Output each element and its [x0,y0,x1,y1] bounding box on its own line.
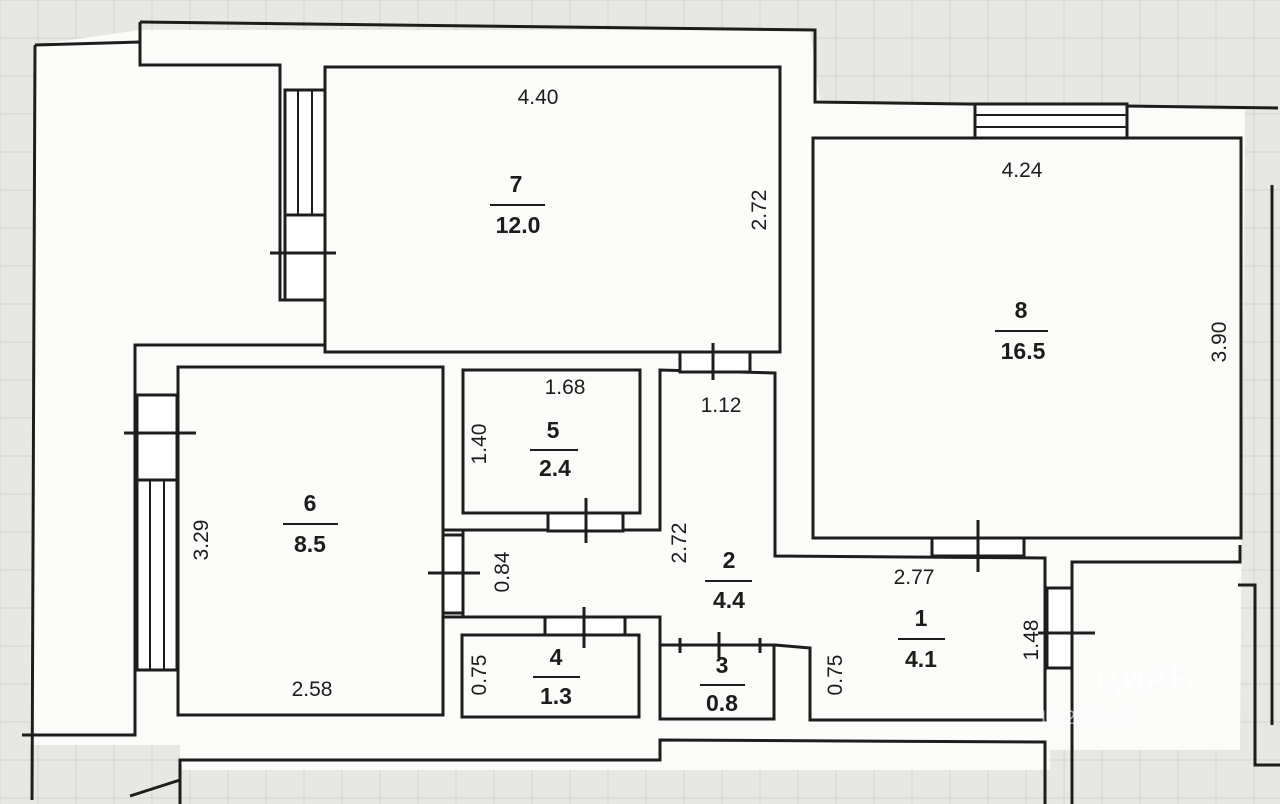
dim-room-1-height: 1.48 [1020,620,1043,661]
outer-wall-right [1238,583,1280,767]
dim-room-1-door-depth: 0.75 [824,655,847,696]
room-3-number: 3 [716,652,729,678]
dim-room-2-height: 2.72 [668,523,691,564]
dim-room-7-height: 2.72 [748,190,771,231]
interior-floor [30,30,1245,770]
room-7-number: 7 [510,171,523,197]
room-4-label: 4 1.3 [533,644,580,709]
watermark-logo: ЦИАН [1096,660,1194,698]
dim-room-1-width: 2.77 [894,566,935,589]
door-room-8 [930,520,1026,572]
corridor-wall-left [22,343,325,737]
door-room-7 [678,343,752,380]
room-2-lower-wall [443,615,662,645]
window-room-7 [283,88,327,217]
dim-room-6-height: 3.29 [190,520,213,561]
entrance-door [1038,586,1095,670]
watermark-id: ID 2683402 [1041,708,1139,729]
outer-wall-left [34,40,141,47]
room-1-label: 1 4.1 [898,605,945,672]
window-room-8 [973,102,1129,140]
room-8-label: 8 16.5 [995,297,1048,364]
dim-room-5-height: 1.40 [468,424,491,465]
bottom-wall-b [1070,545,1242,804]
door-room-6 [428,533,480,615]
room-3-area: 0.8 [706,690,738,716]
door-room-3 [668,632,770,658]
room-1-area: 4.1 [905,646,937,672]
room-5-number: 5 [547,417,560,443]
dim-room-6-width: 2.58 [292,678,333,701]
bottom-wall [178,738,1047,804]
outer-wall-left-edge [30,44,37,801]
room-8-number: 8 [1015,297,1028,323]
room-4-number: 4 [550,644,563,670]
room-5-area: 2.4 [539,455,571,481]
room-2-label: 2 4.4 [705,547,752,613]
room-3-label: 3 0.8 [700,652,745,716]
door-room-5 [546,498,625,543]
dim-room-8-width: 4.24 [1002,159,1043,182]
corner-wall-stub [129,778,181,798]
room-6-area: 8.5 [294,531,326,557]
dim-room-8-height: 3.90 [1208,322,1231,363]
door-room-4 [543,607,627,648]
room-5-label: 5 2.4 [530,417,578,481]
room-7-label: 7 12.0 [490,171,545,238]
dim-room-2-top: 1.12 [701,394,742,417]
balcony-door-room-7 [270,213,336,302]
room-6-label: 6 8.5 [283,490,338,557]
room-4-area: 1.3 [540,683,572,709]
room-2-area: 4.4 [713,587,745,613]
dim-room-7-width: 4.40 [518,86,559,109]
room-8-area: 16.5 [1001,338,1046,364]
balcony-door-room-6 [124,393,196,482]
room-2-outline [443,368,1047,722]
dim-corridor-width: 0.84 [491,551,514,592]
room-6-number: 6 [304,490,317,516]
room-7-area: 12.0 [496,212,541,238]
room-2-number: 2 [723,547,736,573]
dim-room-4-height: 0.75 [468,655,491,696]
room-1-number: 1 [915,605,928,631]
dim-room-5-width: 1.68 [545,376,586,399]
window-room-6 [135,478,179,672]
